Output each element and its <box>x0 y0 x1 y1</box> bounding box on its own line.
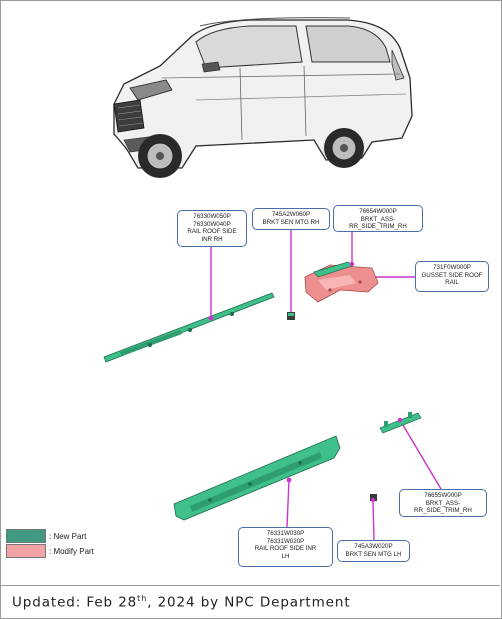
callout-745a2w060p: 745A2W060P BRKT SEN MTG RH <box>252 208 330 230</box>
callout-line: 76330W040P <box>181 221 243 229</box>
callout-line: 76654W000P <box>337 208 419 216</box>
legend-label: : New Part <box>49 532 86 541</box>
callout-745a3w020p: 745A3W020P BRKT SEN MTG LH <box>337 540 410 562</box>
callout-line: RAIL ROOF SIDE <box>181 228 243 236</box>
callout-line: 745A2W060P <box>256 211 326 219</box>
callout-line: 76331W030P <box>242 530 329 538</box>
rail-roof-side-lh-part <box>174 436 340 520</box>
parts-diagram <box>0 190 502 585</box>
footer-suffix: , 2024 by NPC Department <box>147 595 350 611</box>
brkt-sen-mtg-lh-part <box>370 494 377 502</box>
callout-line: BRKT SEN MTG RH <box>256 219 326 227</box>
footer-sup: th <box>137 594 147 603</box>
callout-line: GUSSET SIDE ROOF <box>419 272 485 280</box>
callout-line: 731F0W000P <box>419 264 485 272</box>
callout-76330w050p: 76330W050P 76330W040P RAIL ROOF SIDE INR… <box>177 210 247 247</box>
footer-prefix: Updated: Feb 28 <box>12 595 137 611</box>
callout-line: BRKT SEN MTG LH <box>341 551 406 559</box>
callout-line: LH <box>242 553 329 561</box>
footer-updated-text: Updated: Feb 28th, 2024 by NPC Departmen… <box>12 594 351 611</box>
footer: Updated: Feb 28th, 2024 by NPC Departmen… <box>0 585 500 618</box>
legend-modify-part: : Modify Part <box>6 544 94 558</box>
legend-swatch-modify <box>6 544 46 558</box>
callout-731f0w000p: 731F0W000P GUSSET SIDE ROOF RAIL <box>415 261 489 292</box>
callout-line: 76331W020P <box>242 538 329 546</box>
callout-line: RAIL <box>419 279 485 287</box>
callout-line: BRKT_ASS- <box>337 216 419 224</box>
callout-line: RR_SIDE_TRIM_RH <box>337 223 419 231</box>
callout-line: INR RH <box>181 236 243 244</box>
callout-line: RR_SIDE_TRIM_RH <box>403 507 483 515</box>
legend-new-part: : New Part <box>6 529 86 543</box>
callout-76331w030p: 76331W030P 76331W020P RAIL ROOF SIDE INR… <box>238 527 333 567</box>
callout-line: RAIL ROOF SIDE INR <box>242 545 329 553</box>
rail-roof-side-rh-part <box>104 293 274 362</box>
legend-swatch-new <box>6 529 46 543</box>
legend-label: : Modify Part <box>49 547 94 556</box>
brkt-sen-mtg-rh-part <box>287 312 295 320</box>
car-illustration <box>100 8 420 184</box>
callout-line: BRKT_ASS- <box>403 500 483 508</box>
gusset-side-roof-rail-part <box>305 265 378 302</box>
callout-line: 76655W000P <box>403 492 483 500</box>
brkt-ass-76655-part <box>380 412 421 433</box>
callout-76654w000p: 76654W000P BRKT_ASS- RR_SIDE_TRIM_RH <box>333 205 423 232</box>
callout-line: 745A3W020P <box>341 543 406 551</box>
callout-line: 76330W050P <box>181 213 243 221</box>
callout-76655w000p: 76655W000P BRKT_ASS- RR_SIDE_TRIM_RH <box>399 489 487 517</box>
